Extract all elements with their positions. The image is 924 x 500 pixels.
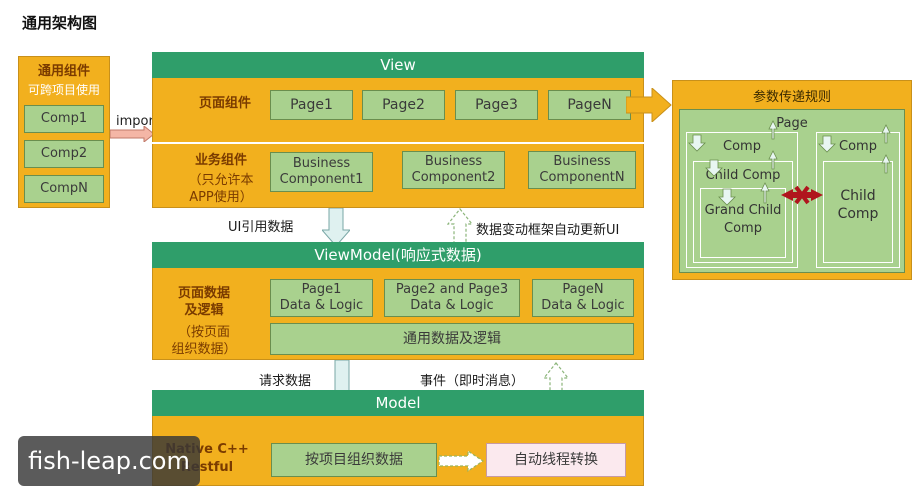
business-component1-box: Business Component1 [270, 152, 373, 192]
auto-update-label: 数据变动框架自动更新UI [476, 223, 620, 238]
business-componentn-box: Business ComponentN [528, 151, 636, 189]
business-components-note2: APP使用） [189, 190, 253, 205]
thread-convert-box: 自动线程转换 [486, 443, 626, 477]
business-component2-line1: Business [424, 154, 483, 169]
viewmodel-title: ViewModel(响应式数据) [152, 242, 644, 268]
page-data-note1: （按页面 [177, 325, 230, 340]
page3-box: Page3 [455, 90, 538, 120]
compn-box: CompN [24, 175, 104, 203]
business-componentn-line1: Business [553, 154, 611, 169]
page1-logic-box: Page1 Data & Logic [270, 279, 373, 317]
auto-update-arrow [447, 208, 473, 244]
common-components-title: 通用组件 [37, 64, 90, 79]
left-child-container: Child Comp Grand Child Comp [693, 161, 793, 263]
page2-3-logic-line1: Page2 and Page3 [395, 282, 509, 297]
pagen-logic-box: PageN Data & Logic [532, 279, 634, 317]
watermark: fish-leap.com [18, 436, 200, 486]
business-components-note1: （只允许本 [188, 173, 254, 188]
request-label: 请求数据 [259, 374, 312, 389]
pagen-logic-line1: PageN [562, 282, 604, 297]
business-componentn-line2: ComponentN [539, 170, 625, 185]
model-title: Model [152, 390, 644, 416]
event-label: 事件（即时消息） [420, 374, 525, 389]
business-component2-line2: Component2 [411, 170, 496, 185]
view-to-params-arrow [626, 88, 672, 122]
viewmodel-layer: ViewModel(响应式数据) 页面数据 及逻辑 （按页面 组织数据） Pag… [152, 242, 644, 360]
left-child-label: Child Comp [705, 168, 781, 183]
grand-child-container: Grand Child Comp [700, 188, 786, 258]
business-components-label: 业务组件 [194, 153, 247, 168]
model-layer: Model Native C++ Restful 按项目组织数据 自动线程转换 [152, 390, 644, 486]
param-rules-title: 参数传递规则 [752, 90, 831, 105]
common-components-subtitle: 可跨项目使用 [27, 83, 100, 97]
page1-logic-line1: Page1 [301, 282, 342, 297]
pagen-logic-line2: Data & Logic [541, 298, 625, 313]
import-label: import [116, 114, 159, 129]
param-flow-arrows [688, 120, 891, 206]
right-comp-label: Comp [839, 139, 877, 154]
page-logic-label: 及逻辑 [184, 303, 224, 318]
view-title: View [152, 52, 644, 78]
grand-child-label1: Grand Child [704, 203, 782, 218]
page-title: 通用架构图 [22, 14, 98, 32]
ui-ref-label: UI引用数据 [228, 220, 294, 235]
pagen-box: PageN [548, 90, 631, 120]
comp1-box: Comp1 [24, 105, 104, 133]
import-arrow [110, 126, 154, 142]
right-child-container: Child Comp [823, 161, 893, 263]
page2-3-logic-line2: Data & Logic [410, 298, 494, 313]
ui-ref-arrow [322, 208, 350, 246]
page-components-label: 页面组件 [198, 96, 251, 111]
page2-3-logic-box: Page2 and Page3 Data & Logic [384, 279, 520, 317]
view-layer: View 页面组件 Page1 Page2 Page3 PageN 业务组件 （… [152, 52, 644, 208]
page-data-label: 页面数据 [177, 286, 230, 301]
common-logic-box: 通用数据及逻辑 [270, 323, 634, 355]
common-components-panel: 通用组件 可跨项目使用 Comp1 Comp2 CompN [18, 56, 110, 208]
cross-icon [781, 185, 823, 205]
right-comp-container: Comp Child Comp [816, 132, 900, 268]
right-child-label2: Comp [837, 206, 879, 222]
grand-child-label2: Comp [724, 221, 762, 236]
page1-box: Page1 [270, 90, 353, 120]
page-label: Page [776, 116, 808, 131]
right-child-label1: Child [840, 188, 876, 204]
left-comp-label: Comp [723, 139, 761, 154]
view-divider [152, 142, 644, 144]
page1-logic-line2: Data & Logic [279, 298, 364, 313]
param-rules-panel: 参数传递规则 Page Comp Child Comp Grand Child … [672, 80, 912, 280]
organize-to-convert-arrow [438, 450, 484, 472]
business-component1-line1: Business [292, 156, 351, 171]
left-comp-container: Comp Child Comp Grand Child Comp [686, 132, 798, 268]
page-data-note2: 组织数据） [171, 342, 237, 357]
comp2-box: Comp2 [24, 140, 104, 168]
page2-box: Page2 [362, 90, 445, 120]
organize-data-box: 按项目组织数据 [271, 443, 437, 477]
business-component2-box: Business Component2 [402, 151, 505, 189]
business-component1-line2: Component1 [279, 172, 364, 187]
